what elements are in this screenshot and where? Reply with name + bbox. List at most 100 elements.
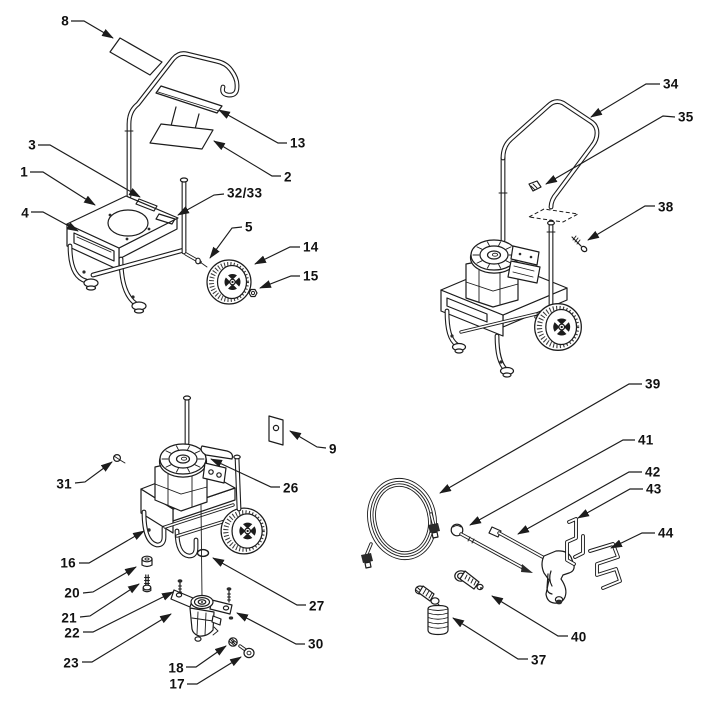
part-number-20: 20: [64, 586, 80, 601]
part-number-18: 18: [168, 661, 184, 676]
spray-gun: [488, 526, 575, 605]
part-number-38: 38: [658, 200, 674, 215]
dispenser-collar: [430, 597, 440, 605]
leader-line-17: [187, 656, 242, 685]
leader-line-44: [610, 532, 655, 549]
hose-coupling: [361, 553, 373, 563]
wheel: [221, 508, 267, 554]
part-number-8: 8: [61, 14, 69, 29]
wheel: [207, 260, 251, 304]
pump-left-arm: [170, 589, 194, 608]
view-cart-frame-exploded: [66, 37, 258, 314]
bolt-head: [580, 245, 588, 253]
part-number-26: 26: [283, 481, 299, 496]
handle-tray: [155, 85, 223, 114]
rear-post-cap: [233, 454, 241, 460]
label-plate: [109, 37, 163, 76]
mount-plate-hole: [272, 424, 280, 432]
engine: [154, 443, 234, 512]
deck-slot-b: [155, 213, 176, 225]
part-number-43: 43: [646, 482, 662, 497]
elbow-fitting: [228, 637, 238, 647]
axle-nut: [248, 288, 258, 298]
callouts-assembled-unit: 34 35 38: [545, 77, 694, 241]
leader-line-8: [71, 20, 114, 39]
part-number-9: 9: [329, 442, 337, 457]
leader-line-14: [254, 246, 300, 265]
air-filter: [510, 245, 540, 266]
part-number-42: 42: [645, 465, 661, 480]
gun-body: [541, 550, 575, 604]
part-number-15: 15: [303, 269, 319, 284]
leader-line-23: [82, 613, 172, 663]
leader-line-39: [439, 383, 642, 494]
leader-line-5: [209, 226, 243, 259]
leader-line-42: [517, 471, 642, 535]
gun-inlet: [555, 599, 563, 605]
leader-line-41: [469, 439, 635, 526]
leader-line-40: [491, 595, 568, 637]
deck-slot-a: [135, 198, 158, 212]
spray-wand: [450, 523, 533, 573]
deck-pump-hole: [107, 209, 149, 237]
leader-line-13: [218, 109, 287, 144]
trigger-guard: [546, 573, 553, 595]
spacer: [141, 555, 153, 568]
assembly-axis-line: [200, 504, 203, 598]
part-number-5: 5: [245, 220, 253, 235]
part-number-27: 27: [309, 599, 325, 614]
handle-tray-edge: [157, 91, 220, 112]
recoil-starter: [158, 443, 208, 478]
part-number-40: 40: [571, 630, 587, 645]
bolt-head: [177, 579, 183, 583]
o-ring: [196, 548, 210, 558]
trigger: [549, 570, 553, 587]
leader-line-27: [212, 557, 306, 606]
part-number-17: 17: [169, 677, 185, 692]
part-number-35: 35: [678, 110, 694, 125]
carriage-bolt: [142, 574, 152, 593]
part-number-22: 22: [64, 626, 80, 641]
part-number-23: 23: [63, 656, 79, 671]
control-tray: [200, 445, 234, 460]
hose-barb: [238, 644, 255, 659]
part-number-31: 31: [56, 477, 72, 492]
front-slot: [446, 297, 488, 323]
nozzle-body: [459, 570, 480, 590]
part-number-21: 21: [61, 611, 77, 626]
leader-line-26: [210, 458, 280, 488]
part-number-14: 14: [303, 240, 319, 255]
handle-tube: [126, 51, 240, 199]
spray-nozzle: [454, 570, 484, 591]
leader-line-38: [587, 205, 655, 241]
part-number-32-33: 32/33: [227, 186, 262, 201]
pump-body: [189, 607, 215, 637]
leader-line-43: [577, 488, 643, 519]
part-number-41: 41: [638, 433, 654, 448]
engine: [465, 239, 541, 308]
post-cap: [546, 220, 555, 226]
part-number-34: 34: [663, 77, 679, 92]
bolt-head: [226, 587, 232, 591]
leader-line-9: [289, 430, 327, 449]
leader-line-18: [186, 645, 227, 668]
leader-line-31: [74, 461, 113, 484]
leader-line-4: [31, 211, 79, 232]
view-engine-pump-exploded: [112, 395, 284, 659]
leader-line-22: [83, 591, 174, 633]
part-number-4: 4: [21, 206, 29, 221]
leader-line-15: [259, 275, 300, 289]
lance-coupler: [488, 526, 502, 538]
high-pressure-hose: [367, 477, 437, 561]
decal-outline: [527, 208, 580, 223]
part-number-37: 37: [531, 653, 547, 668]
bottle-body: [427, 604, 449, 636]
leader-line-34: [590, 83, 660, 118]
leader-line-20: [82, 566, 137, 594]
leader-line-35: [545, 115, 676, 185]
part-number-13: 13: [290, 136, 306, 151]
